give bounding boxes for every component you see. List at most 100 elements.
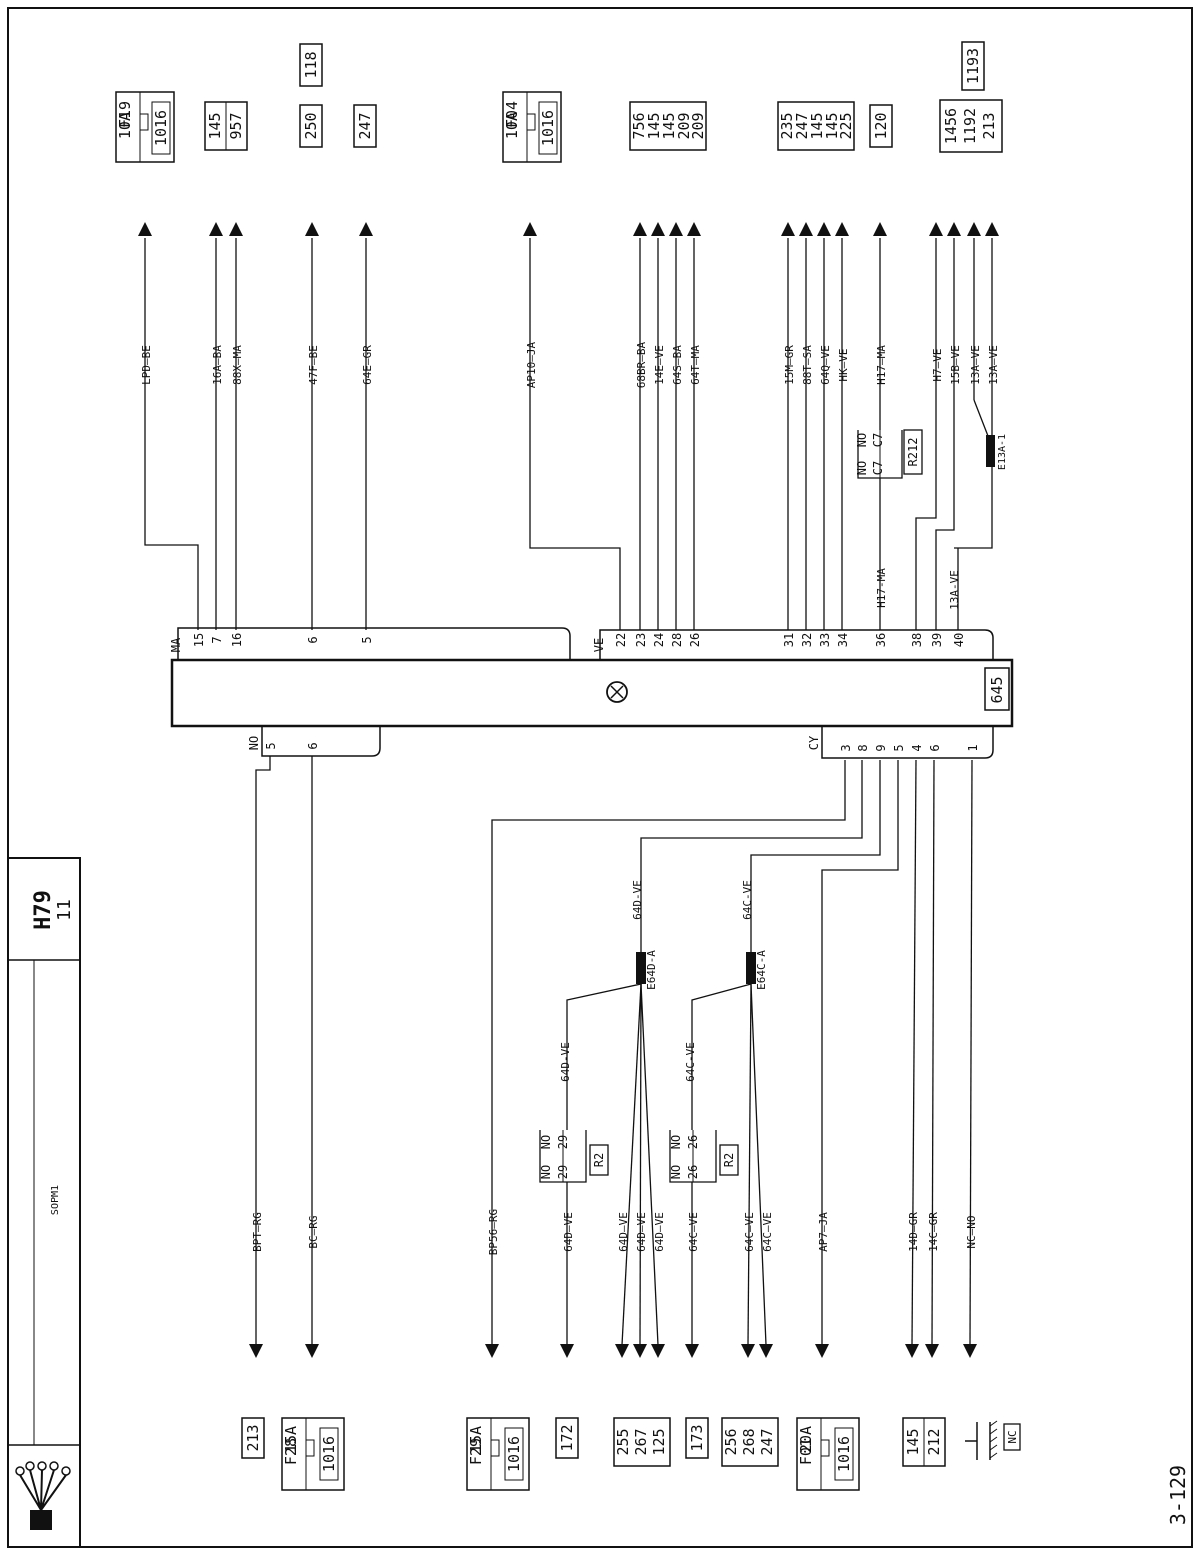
module-ref: 645 <box>988 676 1006 703</box>
svg-text:209: 209 <box>689 112 707 139</box>
svg-text:E64D-A: E64D-A <box>645 950 658 990</box>
top-box-247: 247 <box>353 104 377 148</box>
svg-text:1016: 1016 <box>505 1436 523 1472</box>
wire-label: H7—VE <box>931 348 944 381</box>
wire-arrow <box>817 222 831 236</box>
top-box-145-957: 145 957 <box>204 101 248 151</box>
svg-text:F29: F29 <box>467 1438 485 1465</box>
svg-text:225: 225 <box>837 112 855 139</box>
wire-arrow <box>633 1344 647 1358</box>
pin-number: 3 <box>839 744 853 751</box>
relay-r2-a: NO 29 NO 29 R2 <box>539 1130 609 1183</box>
pin-number: 5 <box>264 742 278 749</box>
wire-label: 13A—VE <box>987 345 1000 385</box>
wire-label: 14C—GR <box>927 1212 940 1252</box>
wire-label: 68BR—BA <box>635 341 648 388</box>
wire-arrow <box>651 222 665 236</box>
pin-number: 22 <box>614 633 628 647</box>
wire-label: H17—MA <box>875 345 888 385</box>
wire-label: 64D—VE <box>562 1212 575 1252</box>
wire-arrow <box>741 1344 755 1358</box>
top-wire: 16A—BA7 <box>209 222 224 644</box>
bottom-wire: 64C—VE <box>685 983 752 1358</box>
svg-text:F19: F19 <box>116 101 134 128</box>
pin-number: 32 <box>800 633 814 647</box>
svg-text:209: 209 <box>675 112 693 139</box>
pin-number: 8 <box>856 744 870 751</box>
wire-label: 64D—VE <box>653 1212 666 1252</box>
splice-e64d-a: E64D-A 64D-VE 64D-VE <box>559 880 658 1082</box>
top-box-120: 120 <box>869 104 893 148</box>
bottom-box-213: 213 <box>241 1417 265 1459</box>
wire-label: 64C—VE <box>687 1212 700 1252</box>
svg-text:64C-VE: 64C-VE <box>684 1042 697 1082</box>
wire-label: 15M—GR <box>783 345 796 385</box>
svg-text:247: 247 <box>758 1428 776 1455</box>
wire-arrow <box>305 222 319 236</box>
feeder-wire <box>750 760 881 952</box>
svg-text:C7: C7 <box>871 461 885 475</box>
svg-text:29: 29 <box>556 1165 570 1179</box>
top-box-756-209: 756 145 145 209 209 <box>629 101 707 151</box>
svg-text:255: 255 <box>614 1428 632 1455</box>
top-connector2-colour: VE <box>592 638 606 652</box>
bottom-box-173: 173 <box>685 1417 709 1459</box>
top-box-1456-213: 1456 1192 213 1193 <box>939 41 1003 153</box>
wire-arrow <box>485 1344 499 1358</box>
svg-text:145: 145 <box>823 112 841 139</box>
pin-number: 1 <box>966 744 980 751</box>
wire-label: 88T—SA <box>801 345 814 385</box>
pin-number: 6 <box>306 742 320 749</box>
splice-e64c-a: E64C-A 64C-VE 64C-VE <box>684 880 768 1082</box>
bottom-box-172: 172 <box>555 1417 579 1459</box>
logo-icon <box>15 1461 71 1530</box>
bottom-box-256: 256 268 247 <box>721 1417 779 1467</box>
wire-label: AP7—JA <box>817 1212 830 1252</box>
wire-label: 13A—VE <box>969 345 982 385</box>
wire-arrow <box>799 222 813 236</box>
svg-text:172: 172 <box>558 1424 576 1451</box>
pin-number: 33 <box>818 633 832 647</box>
svg-text:F01: F01 <box>797 1438 815 1465</box>
title-block <box>7 857 81 1548</box>
pin-number: 28 <box>670 633 684 647</box>
bottom-wire: BPT—RG5 <box>249 742 278 1358</box>
wire-label: AP10—JA <box>525 341 538 388</box>
wire-arrow <box>669 222 683 236</box>
svg-text:1193: 1193 <box>964 48 982 84</box>
top-connector-a <box>177 627 571 660</box>
svg-text:64C-VE: 64C-VE <box>741 880 754 920</box>
svg-text:R2: R2 <box>722 1153 736 1167</box>
pin-number: 4 <box>910 744 924 751</box>
module-symbol-icon <box>606 681 628 703</box>
wire-arrow <box>633 222 647 236</box>
wire-label: 16A—BA <box>211 345 224 385</box>
svg-text:NO: NO <box>855 461 869 475</box>
top-wires: LPD—BE1516A—BA788X—MA1647F—BE664E—GR5AP1… <box>138 222 1000 647</box>
bottom-wire: 14D—GR <box>905 759 920 1358</box>
wire-label: 64E—GR <box>361 345 374 385</box>
wire-label: 64D—VE <box>617 1212 630 1252</box>
ground-icon: NC <box>965 1420 1021 1460</box>
page-ref: 3-129 <box>1166 1465 1190 1525</box>
wire-arrow <box>929 222 943 236</box>
pin-number: 6 <box>306 636 320 643</box>
wire-arrow <box>815 1344 829 1358</box>
wire-label: H17-MA <box>875 568 888 608</box>
wire-label: 47F—BE <box>307 345 320 385</box>
feeder-wire <box>640 760 863 952</box>
svg-text:213: 213 <box>980 112 998 139</box>
bottom-wire: 14C—GR <box>925 759 940 1358</box>
wire-label: 64C—VE <box>761 1212 774 1252</box>
svg-text:267: 267 <box>632 1428 650 1455</box>
wire-arrow <box>209 222 223 236</box>
bottom-wire: BP56—RG <box>485 760 846 1358</box>
sheet-page: 11 <box>54 899 75 921</box>
pin-number: 16 <box>230 633 244 647</box>
svg-text:R212: R212 <box>906 438 920 467</box>
svg-text:15A: 15A <box>467 1426 485 1453</box>
pin-number: 23 <box>634 633 648 647</box>
